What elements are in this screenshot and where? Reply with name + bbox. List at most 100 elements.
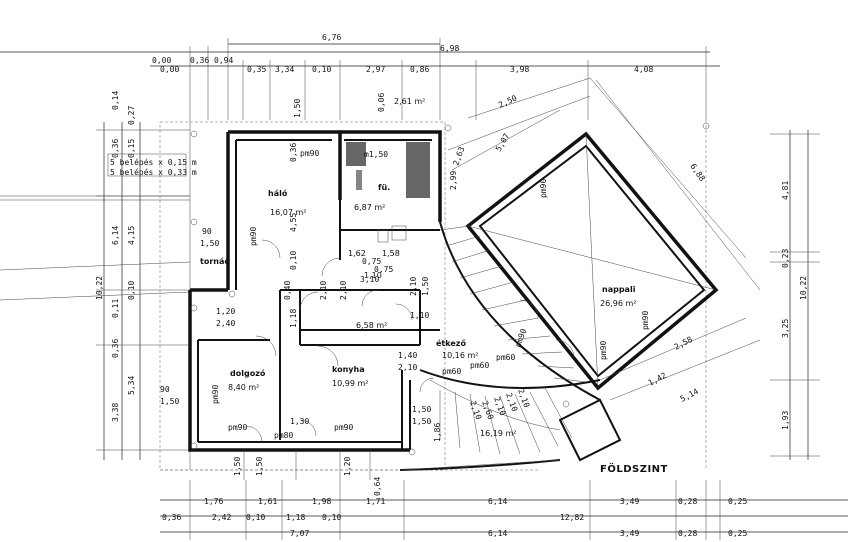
bottom-r3-1: 6,14 [488,529,507,538]
room-name-fu: fü. [378,183,390,192]
room-name-tornac: tornác [200,257,229,266]
column-markers [190,122,710,456]
left-dim-0: 0,14 [111,91,120,110]
inner-dim-2: 1,50 [200,239,219,248]
small-area-0: 2,61 m² [394,97,425,106]
door-tag-4: pm90 [599,341,608,360]
top-dim-8: 3,98 [510,65,529,74]
step-note-1: 5 belépés x 0,15 m [110,157,197,167]
inner-dim-43: 1,50 [421,277,430,296]
door-swings [245,239,575,443]
right-dimension-lines [770,130,820,460]
inner-dim-28: 6,88 [688,162,707,183]
small-area-1: 1,58 [382,249,400,258]
left-dim-8: 0,11 [111,299,120,318]
inner-dim-29: 2,58 [673,335,694,352]
right-dim-1: 0,23 [781,249,790,268]
door-tag-7: pm60 [442,367,461,376]
left-dimension-lines [96,122,190,460]
bottom-r1-1: 1,61 [258,497,277,506]
bottom-dimension-lines [160,450,848,540]
bottom-r1-4: 6,14 [488,497,507,506]
room-area-konyha: 10,99 m² [332,379,368,388]
door-tag-5: pm90 [211,385,220,404]
main-walls [188,130,442,452]
left-dim-9: 0,36 [111,339,120,358]
left-dim-6: 10,22 [95,276,104,300]
room-area-fu: 6,87 m² [354,203,385,212]
inner-dim-25: 5,07 [494,132,512,153]
door-tag-3: pm90 [641,311,650,330]
top-dim-4: 3,34 [275,65,294,74]
room-name-konyha: konyha [332,365,365,374]
inner-dim-26: 2,63 [451,145,466,166]
room-area-halo: 16,07 m² [270,208,306,217]
door-tag-13: pm90 [513,327,528,348]
inner-dim-17: 1,50 [412,405,431,414]
top-dim-7: 0,86 [410,65,429,74]
bottom-r1-7: 0,25 [728,497,747,506]
inner-dim-27: 2,99 [449,171,458,190]
inner-dim-41: 2,10 [409,277,418,296]
inner-dim-21: 1,20 [343,457,352,476]
room-name-halo: háló [268,188,288,198]
left-dim-11: 3,38 [111,403,120,422]
bottom-r1-6: 0,28 [678,497,697,506]
bottom-r3-3: 0,28 [678,529,697,538]
left-dim-4: 6,14 [111,226,120,245]
inner-dim-1: 90 [202,227,212,236]
left-dim-1: 0,27 [127,106,136,125]
inner-dim-30: 1,42 [647,371,668,388]
inner-dim-20: 1,50 [233,457,242,476]
top-dim-0: 0,00 [152,56,171,65]
inner-dim-4: 1,50 [160,397,179,406]
left-dim-5: 4,15 [127,226,136,245]
door-tag-11: pm90 [334,423,353,432]
inner-dim-3: 90 [160,385,170,394]
inner-dim-23: 1,50 [255,457,264,476]
inner-dim-42: 1,10 [410,311,429,320]
top-dim-6: 2,97 [366,65,385,74]
small-area-3: 6,58 m² [356,321,387,330]
door-tag-1: pm90 [249,227,258,246]
inner-dim-14: 2,10 [339,281,348,300]
room-name-etkezo: étkező [436,338,466,348]
top-dim-b0: 0,00 [160,65,179,74]
guide-lines [159,120,707,471]
door-tag-0: pm90 [300,149,319,158]
top-dim-9: 4,08 [634,65,653,74]
door-tag-8: pm60 [470,361,489,370]
inner-dim-16: 2,10 [398,363,417,372]
right-dim-4: 1,93 [781,411,790,430]
top-dim-overall-2: 6,98 [440,44,459,53]
bottom-r3-4: 0,25 [728,529,747,538]
inner-dim-22: 0,64 [373,477,382,496]
inner-dim-0: 1,50 [293,99,302,118]
bottom-r3-2: 3,49 [620,529,639,538]
inner-dim-39: 3,10 [360,275,379,284]
left-dim-7: 0,10 [127,281,136,300]
inner-dim-8: 0,36 [289,143,298,162]
plan-title: FÖLDSZINT [600,461,668,475]
inner-dim-12: 1,18 [289,309,298,328]
top-dim-5: 0,10 [312,65,331,74]
inner-dim-18: 1,30 [290,417,309,426]
inner-dim-19: 1,50 [412,417,431,426]
right-dim-2: 10,22 [799,276,808,300]
door-tag-12: m1,50 [364,150,388,159]
small-area-2: 1,10 [364,271,382,280]
room-name-nappali: nappali [602,285,636,294]
bottom-r2-2: 0,10 [246,513,265,522]
bottom-r1-5: 3,49 [620,497,639,506]
bottom-r2-5: 12,82 [560,513,584,522]
door-tag-9: pm60 [496,353,515,362]
inner-dim-9: 4,55 [289,213,298,232]
door-tag-6: pm90 [228,423,247,432]
curved-stair [399,221,622,471]
inner-dim-7: 0,06 [377,93,386,112]
bottom-r2-0: 0,36 [162,513,181,522]
bottom-r2-1: 2,42 [212,513,231,522]
inner-dim-31: 5,14 [679,387,700,404]
bottom-r2-3: 1,18 [286,513,305,522]
